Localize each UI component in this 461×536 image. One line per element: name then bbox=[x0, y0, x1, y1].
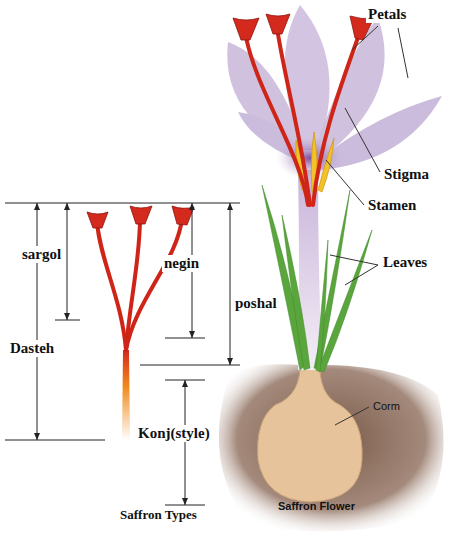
part-label: Petals bbox=[366, 6, 408, 23]
part-label: Stamen bbox=[366, 197, 418, 214]
dimension-lines bbox=[5, 203, 240, 505]
figure-caption: Saffron Flower bbox=[276, 500, 357, 512]
dimension-label: sargol bbox=[20, 246, 63, 263]
dimension-arrowheads bbox=[34, 203, 233, 505]
corm bbox=[258, 360, 363, 502]
flower-stigmas bbox=[245, 28, 360, 205]
flower-stigma-tips bbox=[233, 14, 374, 40]
dimension-label: poshal bbox=[233, 295, 279, 312]
petals bbox=[227, 5, 442, 180]
part-label: Corm bbox=[371, 400, 402, 412]
leader-lines bbox=[326, 26, 408, 425]
figure-caption: Saffron Types bbox=[118, 508, 199, 522]
dimension-label: negin bbox=[162, 255, 201, 272]
part-label: Stigma bbox=[382, 166, 431, 183]
dimension-label: Konj(style) bbox=[136, 425, 212, 442]
saffron-types-figure bbox=[87, 206, 194, 440]
part-label: Leaves bbox=[381, 254, 429, 271]
dimension-label: Dasteh bbox=[8, 340, 56, 357]
